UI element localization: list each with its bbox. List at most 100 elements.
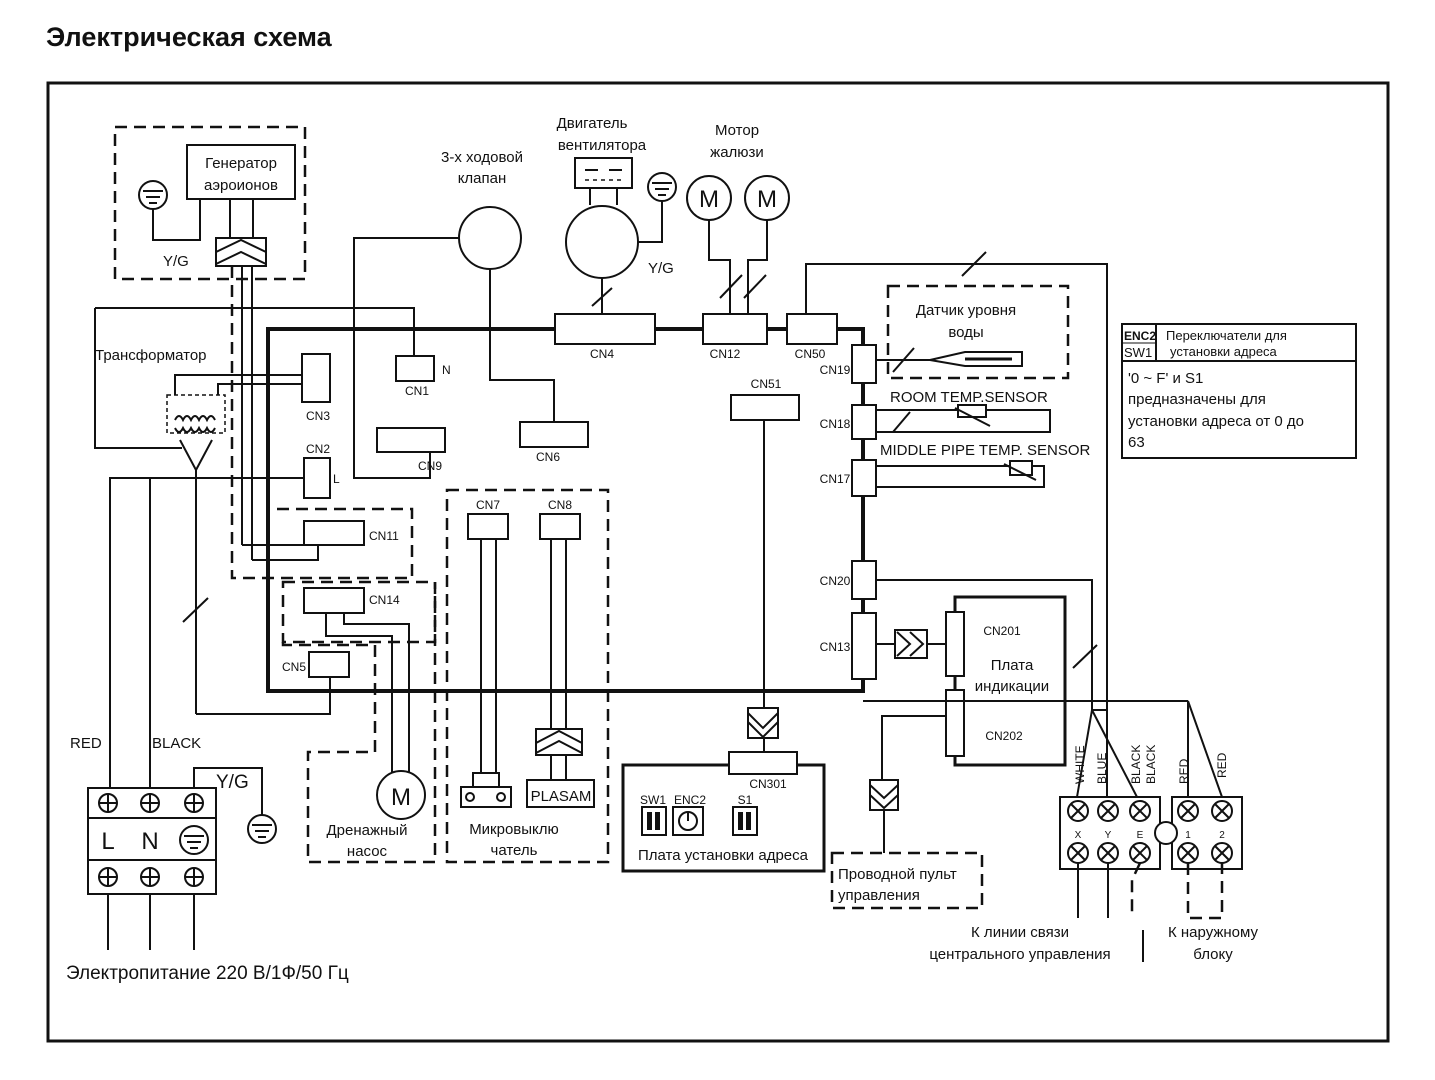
connector-cn7-label: CN7 xyxy=(476,498,500,512)
terminal-screw-icons xyxy=(1067,800,1233,864)
ground-terminal-icon xyxy=(179,825,209,855)
fan-capacitor xyxy=(574,157,633,189)
yg-label-fan: Y/G xyxy=(648,260,674,277)
power-supply-label: Электропитание 220 В/1Ф/50 Гц xyxy=(66,963,349,984)
connector-cn9-label: CN9 xyxy=(418,459,442,473)
louver-label-2: жалюзи xyxy=(710,144,764,161)
outdoor-unit-label-2: блоку xyxy=(1193,946,1233,963)
water-level-sensor-group xyxy=(886,284,1070,380)
microswitch-label-1: Микровыклю xyxy=(469,821,559,838)
connector-cn14-group xyxy=(281,580,437,644)
terminal-mark-e: E xyxy=(1137,830,1144,841)
plasma-box xyxy=(526,779,595,808)
connector-cn4-label: CN4 xyxy=(590,347,614,361)
connector-cn3-label: CN3 xyxy=(306,409,330,423)
display-board-label-2: индикации xyxy=(975,678,1049,695)
connector-cn8 xyxy=(539,513,581,540)
ion-generator-label-1: Генератор xyxy=(205,155,277,172)
ground-icon xyxy=(138,180,168,210)
connector-cn1-n-mark: N xyxy=(442,363,451,377)
outer-frame xyxy=(46,81,1390,1043)
valve-label-2: клапан xyxy=(458,170,507,187)
page-title: Электрическая схема xyxy=(46,22,332,52)
dip-switch-s1[interactable] xyxy=(732,806,758,836)
connector-cn2-label: CN2 xyxy=(306,442,330,456)
wired-remote-label-2: управления xyxy=(838,887,920,904)
terminal-mark-1: 1 xyxy=(1185,830,1191,841)
outdoor-unit-label-1: К наружному xyxy=(1168,924,1259,941)
connector-cn2-l-mark: L xyxy=(333,472,340,486)
connector-cn19 xyxy=(851,344,877,384)
connector-cn201-label: CN201 xyxy=(983,624,1021,638)
central-line-label-1: К линии связи xyxy=(971,924,1069,941)
connector-cn6-label: CN6 xyxy=(536,450,560,464)
wire-label-red: RED xyxy=(70,735,102,752)
connector-cn8-label: CN8 xyxy=(548,498,572,512)
drain-pump-letter: M xyxy=(391,784,411,811)
switch-sw1-label: SW1 xyxy=(640,793,666,807)
rotary-encoder-enc2[interactable] xyxy=(672,806,704,836)
connector-cn301 xyxy=(728,751,798,775)
legend-body-3: установки адреса от 0 до xyxy=(1128,413,1304,430)
ion-generator-box xyxy=(186,144,296,200)
connector-plug-icon xyxy=(869,779,899,811)
connector-cn12 xyxy=(702,313,768,345)
louver-motor-2-letter: M xyxy=(757,186,777,213)
water-sensor-label-2: воды xyxy=(948,324,983,341)
power-terminal-screws xyxy=(98,793,204,887)
wire-label-white: WHITE xyxy=(1073,745,1087,784)
plasma-connector-icon xyxy=(535,728,583,756)
wired-remote-label-1: Проводной пульт xyxy=(838,866,957,883)
connector-cn14 xyxy=(303,587,365,614)
connector-cn17 xyxy=(851,459,877,497)
connector-cn202-label: CN202 xyxy=(985,729,1023,743)
transformer-icon xyxy=(166,394,226,434)
address-board-label: Плата установки адреса xyxy=(638,847,809,864)
connector-cn11 xyxy=(303,520,365,546)
wire-label-red-2: RED xyxy=(1215,752,1229,778)
wire-label-black-2: BLACK xyxy=(1144,745,1158,784)
wire-label-black-1: BLACK xyxy=(1129,745,1143,784)
switch-enc2-label: ENC2 xyxy=(674,793,706,807)
connector-plug-icon xyxy=(215,237,267,267)
display-board-label-1: Плата xyxy=(991,657,1034,674)
dip-switch-sw1[interactable] xyxy=(641,806,667,836)
connector-cn5 xyxy=(308,651,350,678)
microswitch-label-2: чатель xyxy=(491,842,538,859)
connector-cn12-label: CN12 xyxy=(710,347,741,361)
yg-label-generator: Y/G xyxy=(163,253,189,270)
legend-body-2: предназначены для xyxy=(1128,391,1266,408)
terminal-n-label: N xyxy=(141,828,158,855)
connector-cn11-label: CN11 xyxy=(369,529,399,543)
connector-cn201 xyxy=(945,611,965,677)
valve-label-1: 3-х ходовой xyxy=(441,149,523,166)
connector-cn4 xyxy=(554,313,656,345)
connector-plug-icon xyxy=(747,707,779,739)
drain-pump-motor xyxy=(376,770,426,820)
connector-cn6 xyxy=(519,421,589,448)
legend-body-4: 63 xyxy=(1128,434,1145,451)
connector-cn13-label: CN13 xyxy=(820,640,851,654)
water-sensor-label-1: Датчик уровня xyxy=(916,302,1016,319)
connector-cn50 xyxy=(786,313,838,345)
connector-cn2 xyxy=(303,457,331,499)
wire-label-blue: BLUE xyxy=(1095,753,1109,784)
connector-cn51 xyxy=(730,394,800,421)
wired-remote-group xyxy=(830,851,984,910)
connector-cn20-label: CN20 xyxy=(820,574,851,588)
legend-enc2: ENC2 xyxy=(1124,329,1156,343)
connector-plug-icon xyxy=(894,629,928,659)
fan-label-2: вентилятора xyxy=(558,137,647,154)
connector-cn18 xyxy=(851,404,877,440)
louver-label-1: Мотор xyxy=(715,122,759,139)
connector-cn202 xyxy=(945,689,965,757)
ion-generator-label-2: аэроионов xyxy=(204,177,278,194)
room-sensor-label: ROOM TEMP.SENSOR xyxy=(890,389,1048,406)
terminal-mark-y: Y xyxy=(1105,830,1112,841)
central-line-label-2: центрального управления xyxy=(929,946,1110,963)
wire-label-black: BLACK xyxy=(152,735,201,752)
connector-cn5-label: CN5 xyxy=(282,660,306,674)
legend-header-1: Переключатели для xyxy=(1166,328,1287,343)
plasma-label: PLASAM xyxy=(531,788,592,805)
